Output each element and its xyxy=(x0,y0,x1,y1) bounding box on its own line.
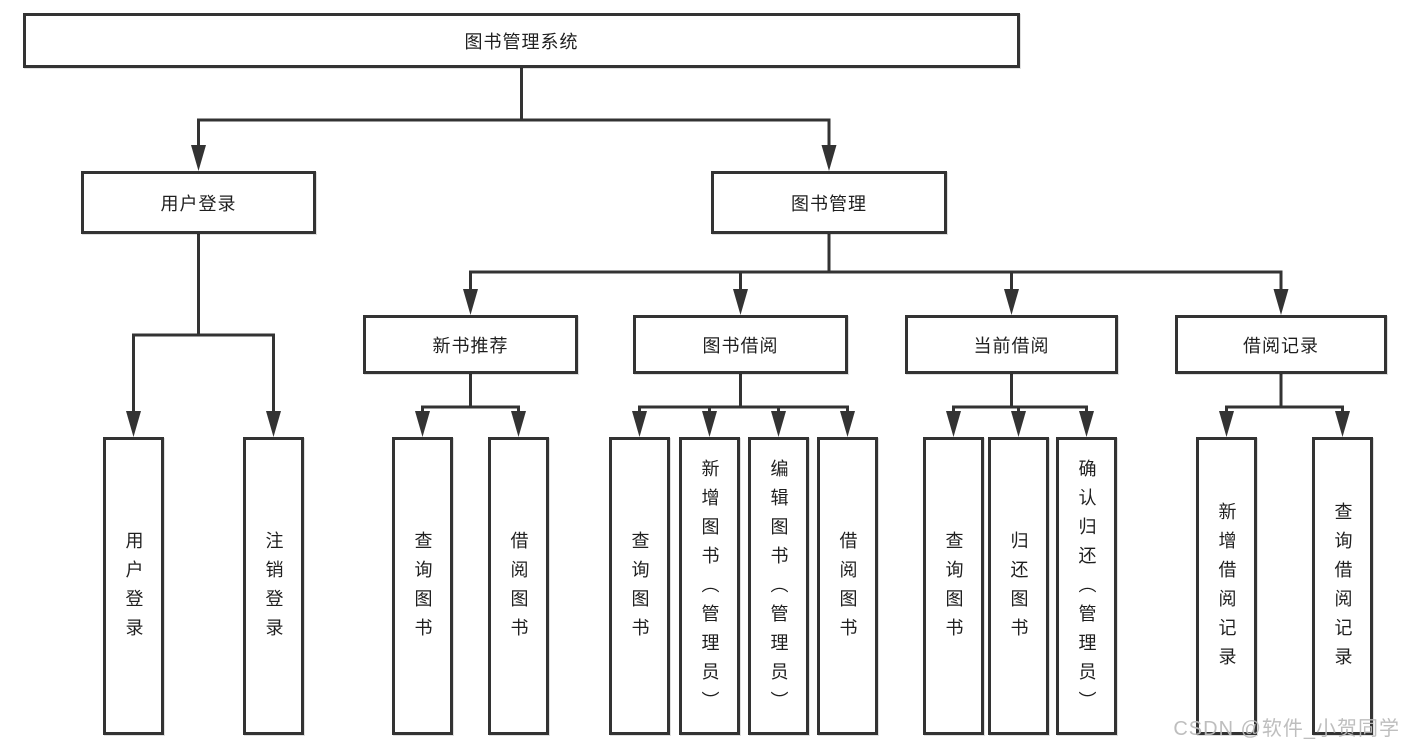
node-nbr-query: 查询图书 xyxy=(392,437,453,735)
arrowhead-icon xyxy=(511,411,526,437)
arrowhead-icon xyxy=(1273,289,1289,315)
node-nbr-borrow: 借阅图书 xyxy=(488,437,549,735)
node-cb-return: 归还图书 xyxy=(988,437,1049,735)
arrowhead-icon xyxy=(821,145,837,171)
arrowhead-icon xyxy=(632,411,647,437)
node-borrow-record: 借阅记录 xyxy=(1175,315,1387,374)
node-book-borrow: 图书借阅 xyxy=(633,315,848,374)
watermark: CSDN @软件_小贺同学 xyxy=(1173,718,1400,740)
arrowhead-icon xyxy=(840,411,855,437)
node-user-login-leaf: 用户登录 xyxy=(103,437,164,735)
node-book-mgmt: 图书管理 xyxy=(711,171,947,234)
node-bb-add: 新增图书（管理员） xyxy=(679,437,740,735)
arrowhead-icon xyxy=(191,145,206,171)
node-cb-query: 查询图书 xyxy=(923,437,984,735)
arrowhead-icon xyxy=(126,411,141,437)
arrowhead-icon xyxy=(1219,411,1234,437)
node-user-login: 用户登录 xyxy=(81,171,316,234)
node-br-add: 新增借阅记录 xyxy=(1196,437,1257,735)
node-current-borrow: 当前借阅 xyxy=(905,315,1118,374)
arrowhead-icon xyxy=(771,411,786,437)
arrowhead-icon xyxy=(1004,289,1019,315)
arrowhead-icon xyxy=(702,411,717,437)
node-bb-query: 查询图书 xyxy=(609,437,670,735)
arrowhead-icon xyxy=(1335,411,1350,437)
node-root: 图书管理系统 xyxy=(23,13,1020,68)
node-bb-borrow: 借阅图书 xyxy=(817,437,878,735)
node-cb-confirm: 确认归还（管理员） xyxy=(1056,437,1117,735)
arrowhead-icon xyxy=(415,411,430,437)
arrowhead-icon xyxy=(946,411,961,437)
arrowhead-icon xyxy=(733,289,748,315)
node-new-book-rec: 新书推荐 xyxy=(363,315,578,374)
arrowhead-icon xyxy=(1079,411,1094,437)
node-bb-edit: 编辑图书（管理员） xyxy=(748,437,809,735)
node-logout: 注销登录 xyxy=(243,437,304,735)
arrowhead-icon xyxy=(266,411,281,437)
node-br-query: 查询借阅记录 xyxy=(1312,437,1373,735)
arrowhead-icon xyxy=(463,289,478,315)
arrowhead-icon xyxy=(1011,411,1026,437)
